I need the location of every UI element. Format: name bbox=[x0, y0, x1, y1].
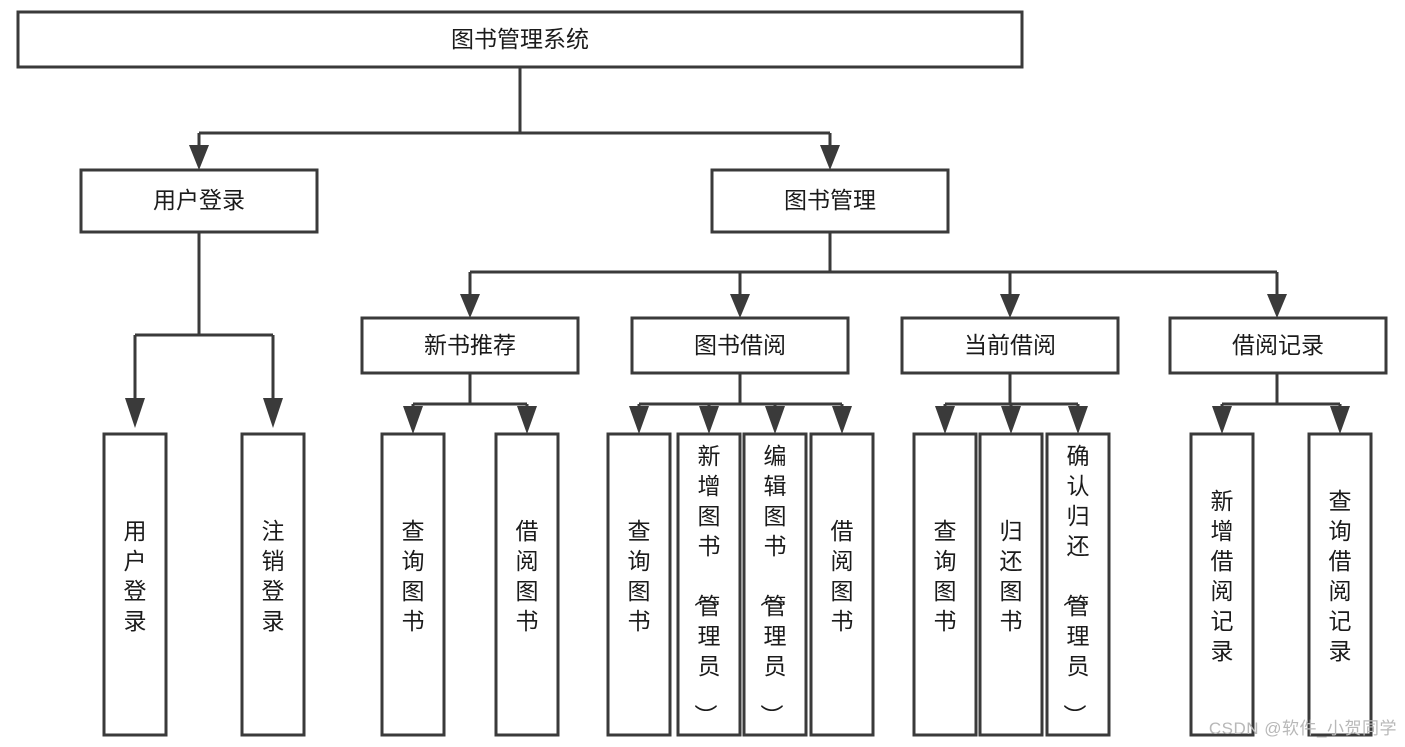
node-user-login-box[interactable] bbox=[79, 168, 319, 234]
node-root-box[interactable] bbox=[16, 10, 1024, 69]
arrowhead-borrow-record bbox=[1267, 294, 1287, 318]
node-leaf-query-record-label: 查询借阅记录 bbox=[1329, 488, 1352, 664]
arrowhead-book-manage bbox=[820, 145, 840, 170]
node-leaf-confirm-return-label: 确认归还（管理员） bbox=[1062, 443, 1090, 727]
node-leaf-query-book-2[interactable]: 查询图书 bbox=[606, 432, 672, 737]
arrowhead-leaf-borrow-book-1 bbox=[517, 406, 537, 434]
node-leaf-logout[interactable]: 注销登录 bbox=[240, 432, 306, 737]
node-book-borrow[interactable]: 图书借阅 bbox=[630, 316, 850, 375]
csdn-watermark: CSDN @软件_小贺同学 bbox=[1208, 719, 1397, 738]
node-leaf-edit-book-label: 编辑图书（管理员） bbox=[759, 443, 787, 727]
node-leaf-borrow-book-2-label: 借阅图书 bbox=[831, 518, 854, 634]
node-root[interactable]: 图书管理系统 bbox=[16, 10, 1024, 69]
arrowhead-current-borrow bbox=[1000, 294, 1020, 318]
arrowhead-leaf-logout bbox=[263, 398, 283, 428]
node-leaf-confirm-return[interactable]: 确认归还（管理员） bbox=[1045, 432, 1111, 737]
node-leaf-borrow-book-1[interactable]: 借阅图书 bbox=[494, 432, 560, 737]
arrowhead-leaf-query-book-2 bbox=[629, 406, 649, 434]
node-borrow-record-label: 借阅记录 bbox=[1232, 332, 1324, 358]
arrowhead-user-login bbox=[189, 145, 209, 170]
node-leaf-query-book-2-label: 查询图书 bbox=[628, 518, 651, 634]
arrowhead-leaf-edit-book bbox=[765, 406, 785, 434]
connector-group bbox=[125, 67, 1350, 434]
node-book-borrow-label: 图书借阅 bbox=[694, 332, 786, 358]
node-leaf-borrow-book-2-box[interactable] bbox=[809, 432, 875, 737]
arrowhead-leaf-add-book bbox=[699, 406, 719, 434]
node-leaf-query-book-1-label: 查询图书 bbox=[402, 518, 425, 634]
node-leaf-return-book[interactable]: 归还图书 bbox=[978, 432, 1044, 737]
node-book-borrow-box[interactable] bbox=[630, 316, 850, 375]
node-leaf-add-book[interactable]: 新增图书（管理员） bbox=[676, 432, 742, 737]
node-leaf-user-login-label: 用户登录 bbox=[124, 518, 147, 634]
node-leaf-query-book-3-box[interactable] bbox=[912, 432, 978, 737]
node-leaf-borrow-book-1-label: 借阅图书 bbox=[516, 518, 539, 634]
node-borrow-record[interactable]: 借阅记录 bbox=[1168, 316, 1388, 375]
arrowhead-new-book-rec bbox=[460, 294, 480, 318]
node-leaf-query-book-3-label: 查询图书 bbox=[934, 518, 957, 634]
node-leaf-borrow-book-1-box[interactable] bbox=[494, 432, 560, 737]
arrowhead-leaf-add-record bbox=[1212, 406, 1232, 434]
node-current-borrow-label: 当前借阅 bbox=[964, 332, 1056, 358]
arrowhead-leaf-user-login bbox=[125, 398, 145, 428]
node-book-manage-box[interactable] bbox=[710, 168, 950, 234]
arrowhead-book-borrow bbox=[730, 294, 750, 318]
node-root-label: 图书管理系统 bbox=[451, 26, 589, 52]
node-leaf-add-record[interactable]: 新增借阅记录 bbox=[1189, 432, 1255, 737]
node-leaf-add-record-label: 新增借阅记录 bbox=[1211, 488, 1234, 664]
node-leaf-edit-book-box[interactable] bbox=[742, 432, 808, 737]
node-leaf-return-book-box[interactable] bbox=[978, 432, 1044, 737]
node-leaf-user-login-box[interactable] bbox=[102, 432, 168, 737]
node-book-manage-label: 图书管理 bbox=[784, 187, 876, 213]
arrowhead-leaf-return-book bbox=[1001, 406, 1021, 434]
node-leaf-query-record[interactable]: 查询借阅记录 bbox=[1307, 432, 1373, 737]
node-leaf-query-book-2-box[interactable] bbox=[606, 432, 672, 737]
node-leaf-borrow-book-2[interactable]: 借阅图书 bbox=[809, 432, 875, 737]
node-new-book-rec[interactable]: 新书推荐 bbox=[360, 316, 580, 375]
node-leaf-query-record-box[interactable] bbox=[1307, 432, 1373, 737]
arrowhead-leaf-query-record bbox=[1330, 406, 1350, 434]
node-leaf-query-book-1-box[interactable] bbox=[380, 432, 446, 737]
node-leaf-confirm-return-box[interactable] bbox=[1045, 432, 1111, 737]
node-leaf-query-book-1[interactable]: 查询图书 bbox=[380, 432, 446, 737]
node-new-book-rec-box[interactable] bbox=[360, 316, 580, 375]
node-leaf-add-book-box[interactable] bbox=[676, 432, 742, 737]
arrowhead-leaf-confirm-return bbox=[1068, 406, 1088, 434]
node-borrow-record-box[interactable] bbox=[1168, 316, 1388, 375]
node-leaf-edit-book[interactable]: 编辑图书（管理员） bbox=[742, 432, 808, 737]
node-user-login[interactable]: 用户登录 bbox=[79, 168, 319, 234]
arrowhead-leaf-query-book-3 bbox=[935, 406, 955, 434]
node-leaf-add-book-label: 新增图书（管理员） bbox=[693, 443, 721, 727]
node-leaf-logout-box[interactable] bbox=[240, 432, 306, 737]
node-leaf-logout-label: 注销登录 bbox=[262, 518, 285, 634]
node-leaf-user-login[interactable]: 用户登录 bbox=[102, 432, 168, 737]
node-leaf-return-book-label: 归还图书 bbox=[1000, 518, 1023, 634]
node-leaf-add-record-box[interactable] bbox=[1189, 432, 1255, 737]
node-leaf-query-book-3[interactable]: 查询图书 bbox=[912, 432, 978, 737]
node-current-borrow-box[interactable] bbox=[900, 316, 1120, 375]
arrowhead-leaf-borrow-book-2 bbox=[832, 406, 852, 434]
node-user-login-label: 用户登录 bbox=[153, 187, 245, 213]
node-new-book-rec-label: 新书推荐 bbox=[424, 332, 516, 358]
arrowhead-leaf-query-book-1 bbox=[403, 406, 423, 434]
node-current-borrow[interactable]: 当前借阅 bbox=[900, 316, 1120, 375]
node-book-manage[interactable]: 图书管理 bbox=[710, 168, 950, 234]
